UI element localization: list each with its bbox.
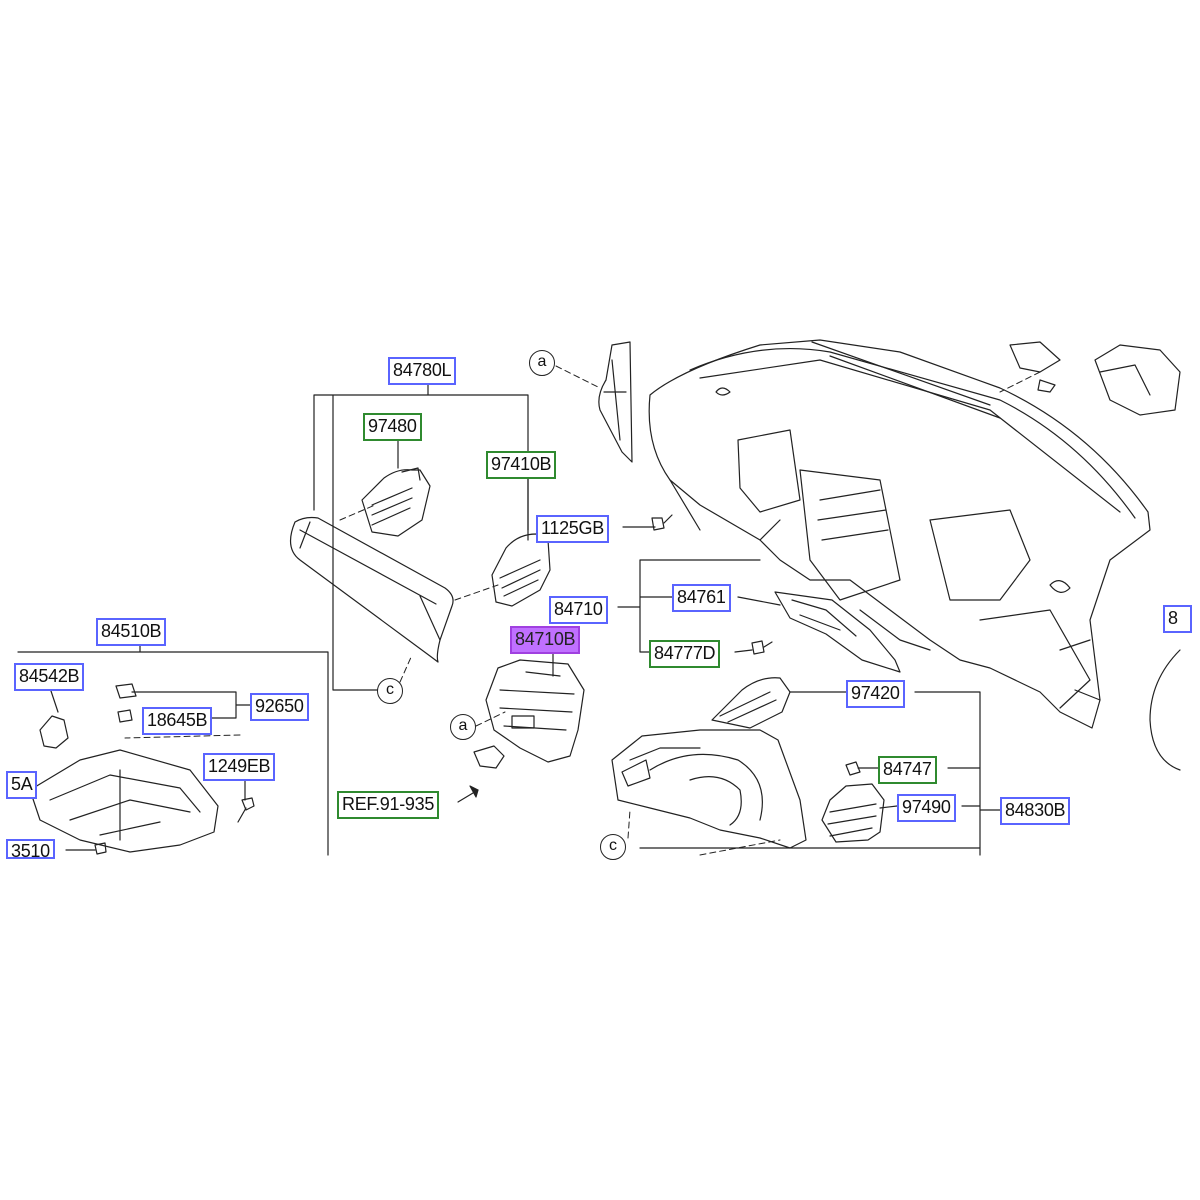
small-parts-drawing	[94, 683, 255, 855]
bracket-84761-drawing	[774, 591, 901, 673]
label-84710B-highlighted[interactable]: 84710B	[510, 626, 581, 654]
label-18645B[interactable]: 18645B	[142, 707, 213, 735]
label-8-cut[interactable]: 8	[1163, 605, 1192, 633]
partial-circle-drawing	[1149, 649, 1181, 771]
dashboard-drawing	[648, 339, 1181, 729]
label-84710[interactable]: 84710	[549, 596, 608, 624]
vent-97490-drawing	[821, 783, 885, 843]
callout-a-top: a	[529, 350, 555, 376]
screw-84777D-drawing	[751, 640, 773, 655]
dashed-leaders	[124, 365, 1041, 856]
label-84777D[interactable]: 84777D	[649, 640, 721, 668]
label-3510[interactable]: 3510	[6, 839, 55, 859]
callout-a-middle: a	[450, 714, 476, 740]
callout-c-left: c	[377, 678, 403, 704]
clip-84747-drawing	[845, 761, 861, 776]
label-97420[interactable]: 97420	[846, 680, 905, 708]
label-92650[interactable]: 92650	[250, 693, 309, 721]
label-97490[interactable]: 97490	[897, 794, 956, 822]
label-84510B[interactable]: 84510B	[96, 618, 167, 646]
label-84780L[interactable]: 84780L	[388, 357, 457, 385]
callout-c-bottom: c	[600, 834, 626, 860]
side-trim-drawing	[598, 341, 633, 463]
label-84761[interactable]: 84761	[672, 584, 731, 612]
label-1249EB[interactable]: 1249EB	[203, 753, 276, 781]
label-84542B[interactable]: 84542B	[14, 663, 85, 691]
label-84747[interactable]: 84747	[878, 756, 937, 784]
label-1125GB[interactable]: 1125GB	[536, 515, 609, 543]
glovebox-lid-drawing	[289, 516, 454, 663]
leader-lines	[17, 381, 1001, 856]
label-97410B[interactable]: 97410B	[486, 451, 557, 479]
label-5A[interactable]: 5A	[6, 771, 38, 799]
label-ref-91-935[interactable]: REF.91-935	[337, 791, 440, 819]
console-84710B-drawing	[485, 659, 585, 763]
vent-97480-drawing	[361, 467, 431, 537]
bolt-1125GB-drawing	[651, 514, 673, 531]
lower-panel-drawing	[29, 749, 219, 853]
ref-piece-drawing	[473, 745, 505, 769]
cluster-fascia-drawing	[611, 729, 807, 849]
label-84830B[interactable]: 84830B	[1000, 797, 1071, 825]
vent-97420-drawing	[711, 677, 791, 729]
knob-84542B-drawing	[39, 715, 69, 749]
vent-97410B-drawing	[491, 533, 551, 607]
label-97480[interactable]: 97480	[363, 413, 422, 441]
